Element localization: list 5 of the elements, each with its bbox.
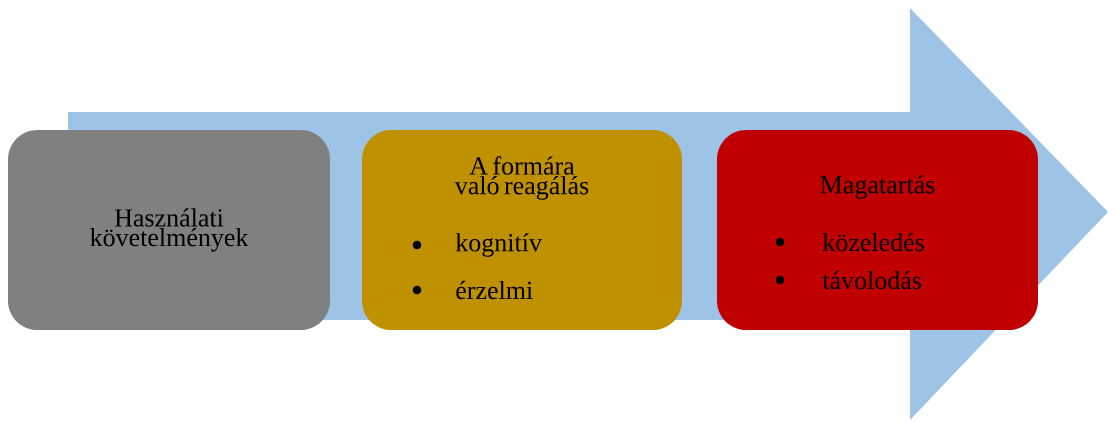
process-box: Használati követelmények	[8, 130, 330, 330]
list-item: érzelmi	[456, 280, 533, 300]
list-item: távolodás	[822, 270, 921, 290]
list-item: kognitív	[455, 233, 542, 257]
list-item: közeledés	[822, 232, 924, 252]
